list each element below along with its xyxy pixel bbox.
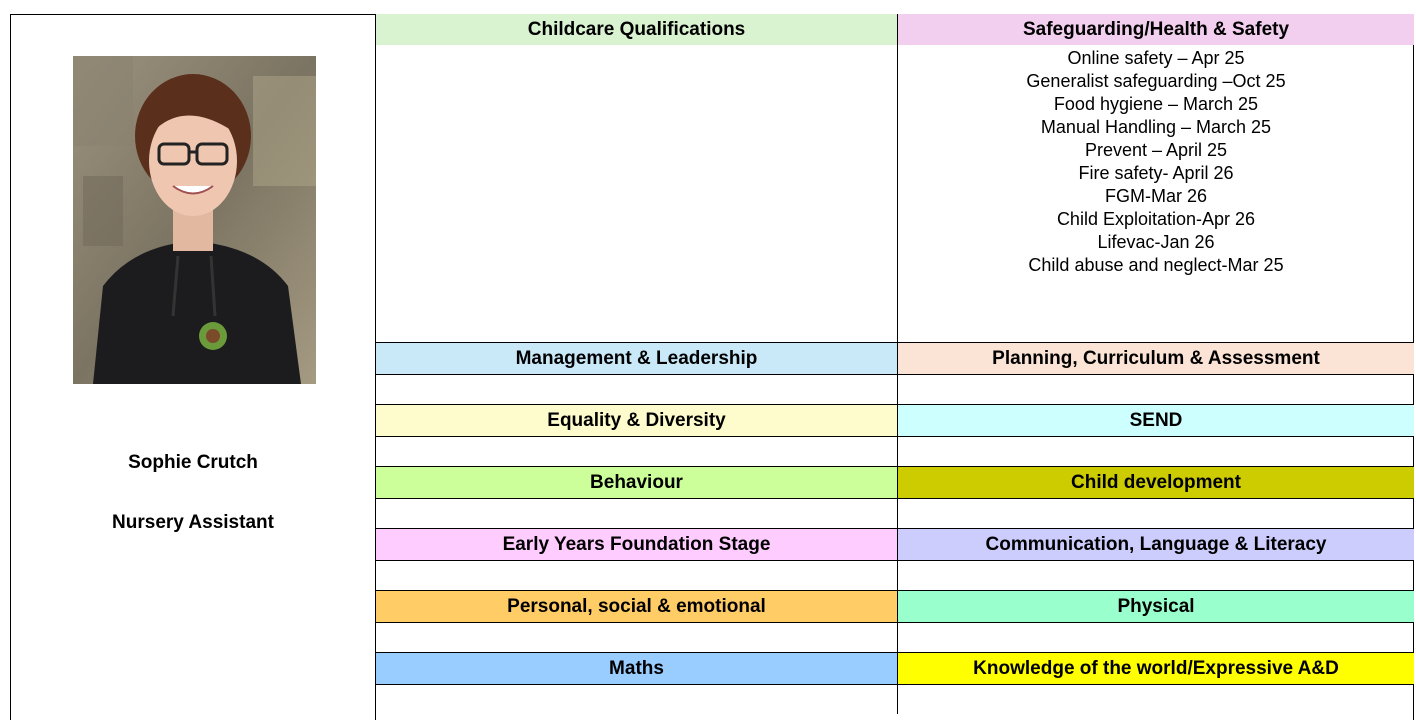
- staff-role: Nursery Assistant: [112, 512, 274, 533]
- blank-cell: [898, 685, 1414, 714]
- blank-cell: [898, 561, 1414, 590]
- header-personal-social: Personal, social & emotional: [376, 591, 898, 622]
- blank-cell: [376, 375, 898, 404]
- childcare-qualifications-cell: [376, 45, 898, 342]
- table-row: Online safety – Apr 25 Generalist safegu…: [376, 45, 1414, 343]
- table-row: Maths Knowledge of the world/Expressive …: [376, 653, 1414, 685]
- list-item: Child Exploitation-Apr 26: [1056, 209, 1256, 229]
- blank-cell: [898, 437, 1414, 466]
- header-behaviour: Behaviour: [376, 467, 898, 498]
- header-physical: Physical: [898, 591, 1414, 622]
- header-send: SEND: [898, 405, 1414, 436]
- blank-cell: [898, 499, 1414, 528]
- blank-cell: [376, 561, 898, 590]
- staff-name: Sophie Crutch: [128, 452, 258, 473]
- training-table: Childcare Qualifications Safeguarding/He…: [376, 14, 1414, 714]
- table-row: Behaviour Child development: [376, 467, 1414, 499]
- list-item: Online safety – Apr 25: [1067, 48, 1245, 68]
- header-communication-language: Communication, Language & Literacy: [898, 529, 1414, 560]
- staff-photo: [73, 56, 316, 384]
- header-childcare-qualifications: Childcare Qualifications: [376, 14, 898, 45]
- list-item: Child abuse and neglect-Mar 25: [1028, 255, 1284, 275]
- blank-cell: [376, 499, 898, 528]
- list-item: Food hygiene – March 25: [1053, 94, 1259, 114]
- table-row: Management & Leadership Planning, Curric…: [376, 343, 1414, 375]
- list-item: Prevent – April 25: [1084, 140, 1228, 160]
- table-row: [376, 499, 1414, 529]
- header-planning-curriculum: Planning, Curriculum & Assessment: [898, 343, 1414, 374]
- header-safeguarding: Safeguarding/Health & Safety: [898, 14, 1414, 45]
- header-eyfs: Early Years Foundation Stage: [376, 529, 898, 560]
- header-management-leadership: Management & Leadership: [376, 343, 898, 374]
- list-item: FGM-Mar 26: [1104, 186, 1207, 206]
- table-row: [376, 375, 1414, 405]
- table-row: Early Years Foundation Stage Communicati…: [376, 529, 1414, 561]
- list-item: Generalist safeguarding –Oct 25: [1026, 71, 1286, 91]
- header-maths: Maths: [376, 653, 898, 684]
- table-row: Equality & Diversity SEND: [376, 405, 1414, 437]
- blank-cell: [898, 375, 1414, 404]
- header-equality-diversity: Equality & Diversity: [376, 405, 898, 436]
- blank-cell: [376, 685, 898, 714]
- blank-cell: [898, 623, 1414, 652]
- list-item: Lifevac-Jan 26: [1097, 232, 1215, 252]
- header-knowledge-world: Knowledge of the world/Expressive A&D: [898, 653, 1414, 684]
- table-row: Personal, social & emotional Physical: [376, 591, 1414, 623]
- blank-cell: [376, 437, 898, 466]
- profile-panel: Sophie Crutch Nursery Assistant: [10, 14, 376, 720]
- table-row: [376, 561, 1414, 591]
- list-item: Manual Handling – March 25: [1040, 117, 1272, 137]
- header-child-development: Child development: [898, 467, 1414, 498]
- table-row: [376, 623, 1414, 653]
- safeguarding-list: Online safety – Apr 25 Generalist safegu…: [898, 45, 1414, 342]
- table-row: Childcare Qualifications Safeguarding/He…: [376, 14, 1414, 45]
- table-row: [376, 685, 1414, 714]
- table-row: [376, 437, 1414, 467]
- blank-cell: [376, 623, 898, 652]
- list-item: Fire safety- April 26: [1078, 163, 1234, 183]
